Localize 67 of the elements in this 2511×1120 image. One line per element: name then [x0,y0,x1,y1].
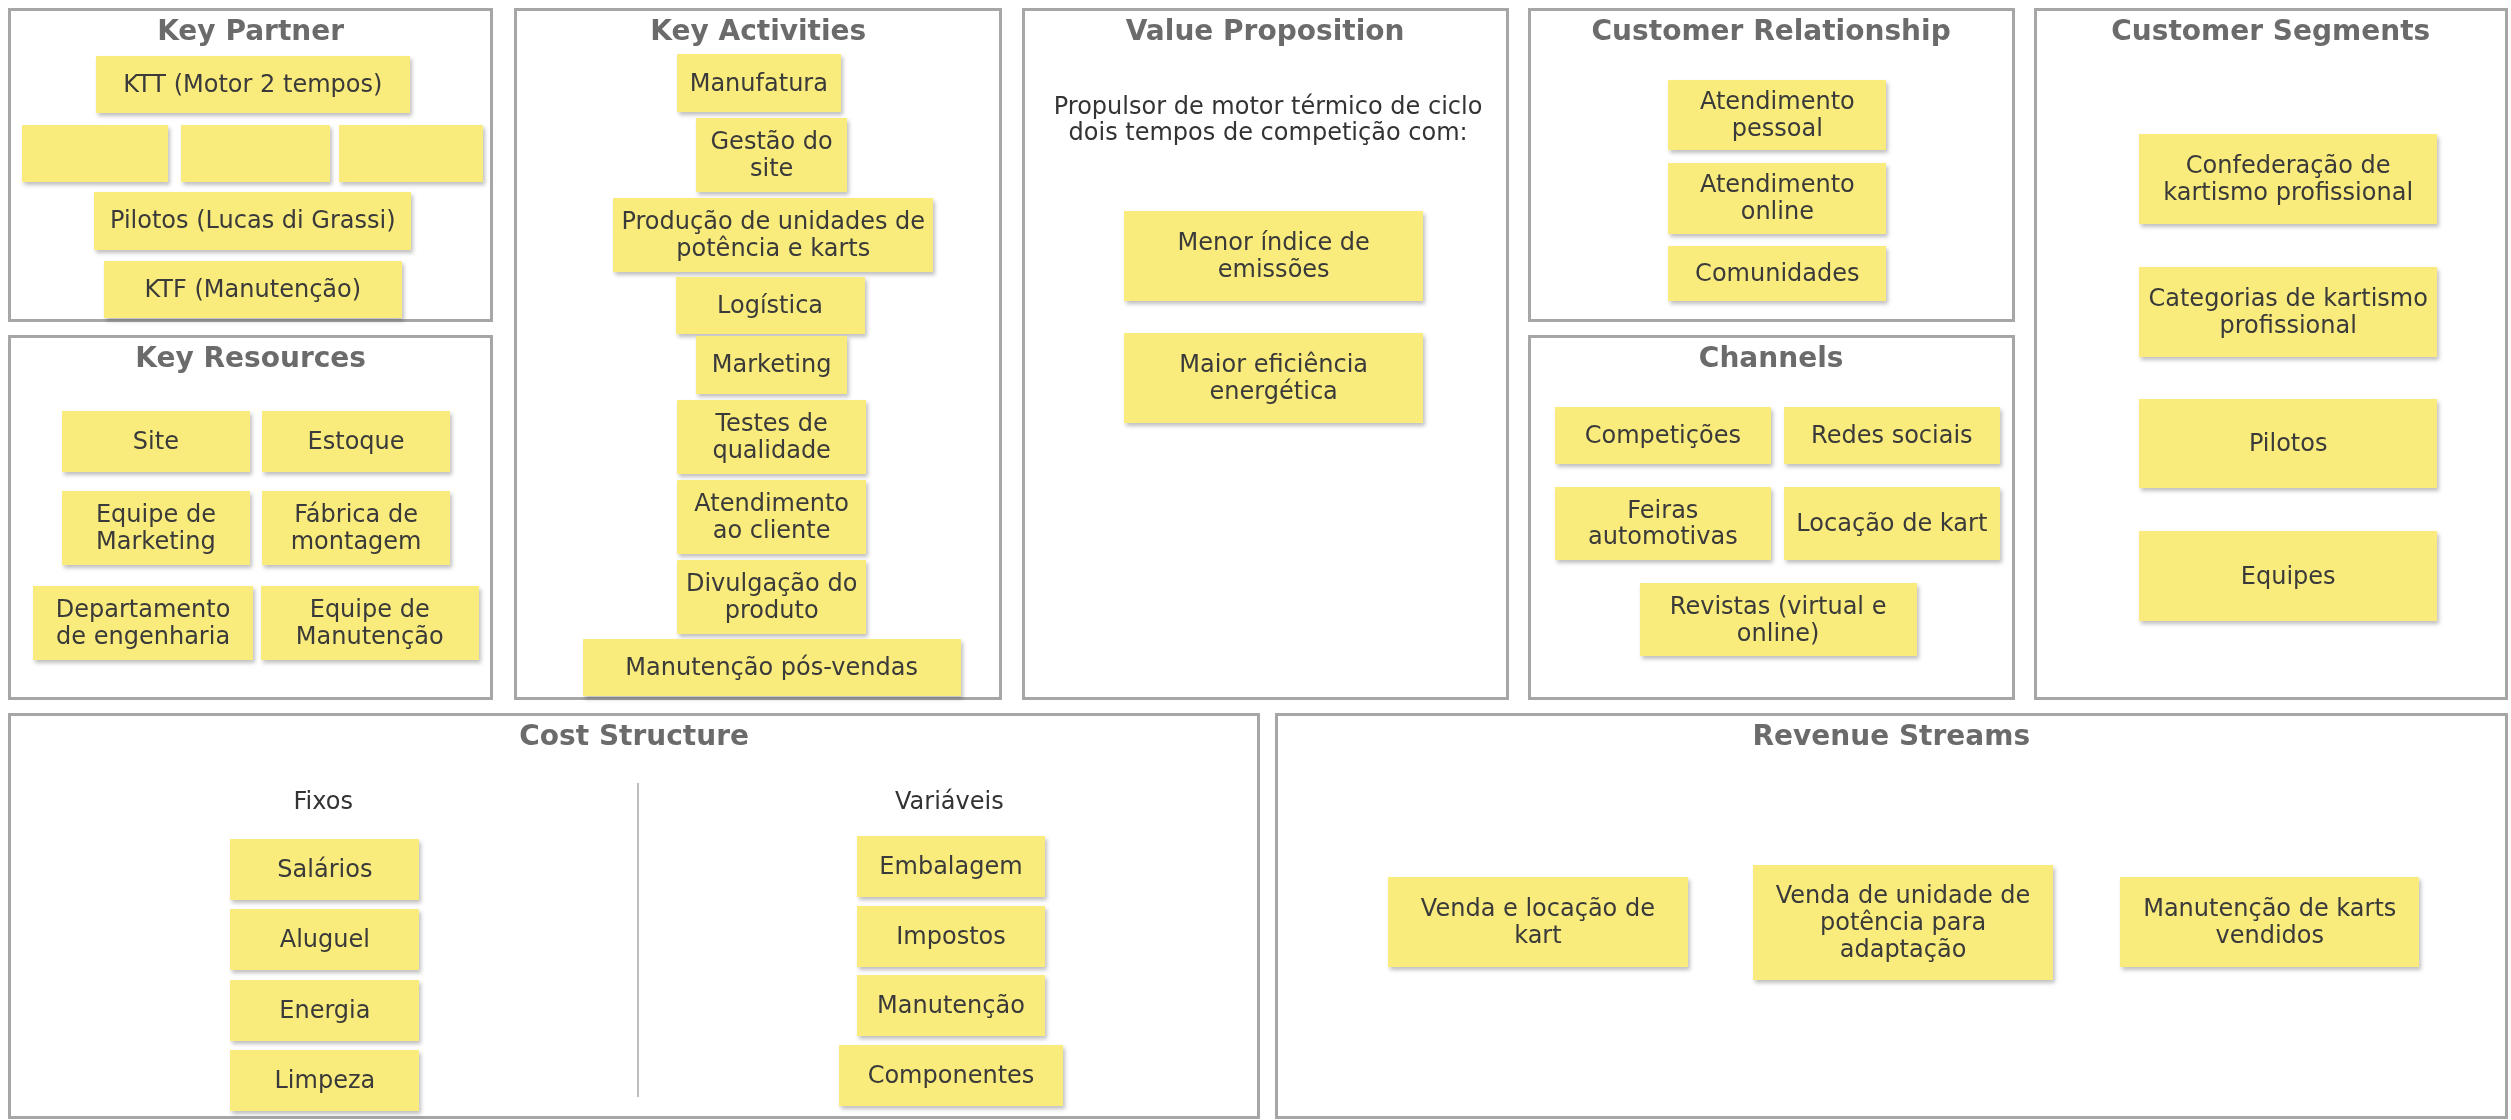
sticky-note: Atendimento pessoal [1668,79,1887,151]
canvas-panel [8,8,494,322]
sticky-note: Energia [230,979,420,1041]
canvas-panel [1527,334,2015,700]
sticky-note: Manutenção de karts vendidos [2120,877,2420,967]
sticky-note: Salários [230,838,420,900]
column-heading: Fixos [292,787,354,815]
sticky-note: Estoque [262,411,450,473]
sticky-note: Confederação de kartismo profissional [2139,134,2438,224]
canvas-panel [1527,8,2015,322]
sticky-note: Logística [675,276,865,335]
canvas-panel [8,334,494,700]
sticky-note: Manufatura [677,54,841,112]
sticky-note: Venda e locação de kart [1388,877,1688,967]
sticky-note: Manutenção pós-vendas [582,638,961,697]
sticky-note: Gestão do site [696,118,847,192]
sticky-note: Manutenção [856,975,1046,1036]
sticky-note: Atendimento online [1668,163,1887,234]
sticky-note: Divulgação do produto [677,560,867,634]
sticky-note: KTF (Manutenção) [103,260,402,319]
sticky-note: Equipes [2139,531,2438,622]
blank-sticky-note [339,124,484,183]
sticky-note: Revistas (virtual e online) [1639,582,1917,657]
canvas-panel [1021,8,1509,700]
sticky-note: Impostos [856,906,1046,967]
panel-heading: Key Partner [156,14,346,48]
canvas-panel [8,712,1261,1120]
sticky-note: Locação de kart [1783,486,2000,561]
sticky-note: Componentes [838,1045,1064,1107]
column-heading: Variáveis [894,787,1005,815]
sticky-note: Pilotos [2139,398,2438,489]
sticky-note: Pilotos (Lucas di Grassi) [94,191,412,250]
panel-heading: Cost Structure [518,718,750,752]
description-text: Propulsor de motor térmico de ciclo dois tempos de competição com: [1052,92,1484,146]
canvas-panel [2033,8,2508,700]
sticky-note: Equipe de Manutenção [260,585,479,660]
panel-heading: Revenue Streams [1751,718,2032,752]
canvas-panel [514,8,1003,700]
sticky-note: Embalagem [856,835,1046,897]
sticky-note: Produção de unidades de potência e karts [613,198,934,272]
sticky-note: Fábrica de montagem [262,491,450,566]
sticky-note: Competições [1554,406,1771,465]
panel-heading: Customer Relationship [1590,14,1952,48]
sticky-note: Venda de unidade de potência para adaptação [1753,864,2053,980]
sticky-note: Maior eficiência energética [1123,332,1424,423]
sticky-note: Feiras automotivas [1554,486,1771,561]
sticky-note: Atendimento ao cliente [677,480,867,554]
sticky-note: Marketing [696,336,847,394]
blank-sticky-note [180,124,330,183]
sticky-note: Menor índice de emissões [1123,211,1424,301]
sticky-note: Testes de qualidade [677,400,867,474]
sticky-note: Redes sociais [1783,406,2000,465]
sticky-note: KTT (Motor 2 tempos) [95,55,410,114]
sticky-note: Aluguel [230,909,420,971]
canvas-panel [1274,712,2508,1120]
panel-heading: Value Proposition [1124,14,1406,48]
panel-heading: Customer Segments [2110,14,2432,48]
sticky-note: Site [62,411,250,473]
sticky-note: Categorias de kartismo profissional [2139,267,2438,357]
sticky-note: Departamento de engenharia [33,585,253,660]
panel-heading: Key Activities [649,14,868,48]
panel-heading: Channels [1697,340,1845,374]
sticky-note: Equipe de Marketing [62,491,250,566]
panel-heading: Key Resources [134,340,367,374]
blank-sticky-note [22,124,168,183]
sticky-note: Comunidades [1668,246,1887,301]
sticky-note: Limpeza [230,1050,420,1112]
